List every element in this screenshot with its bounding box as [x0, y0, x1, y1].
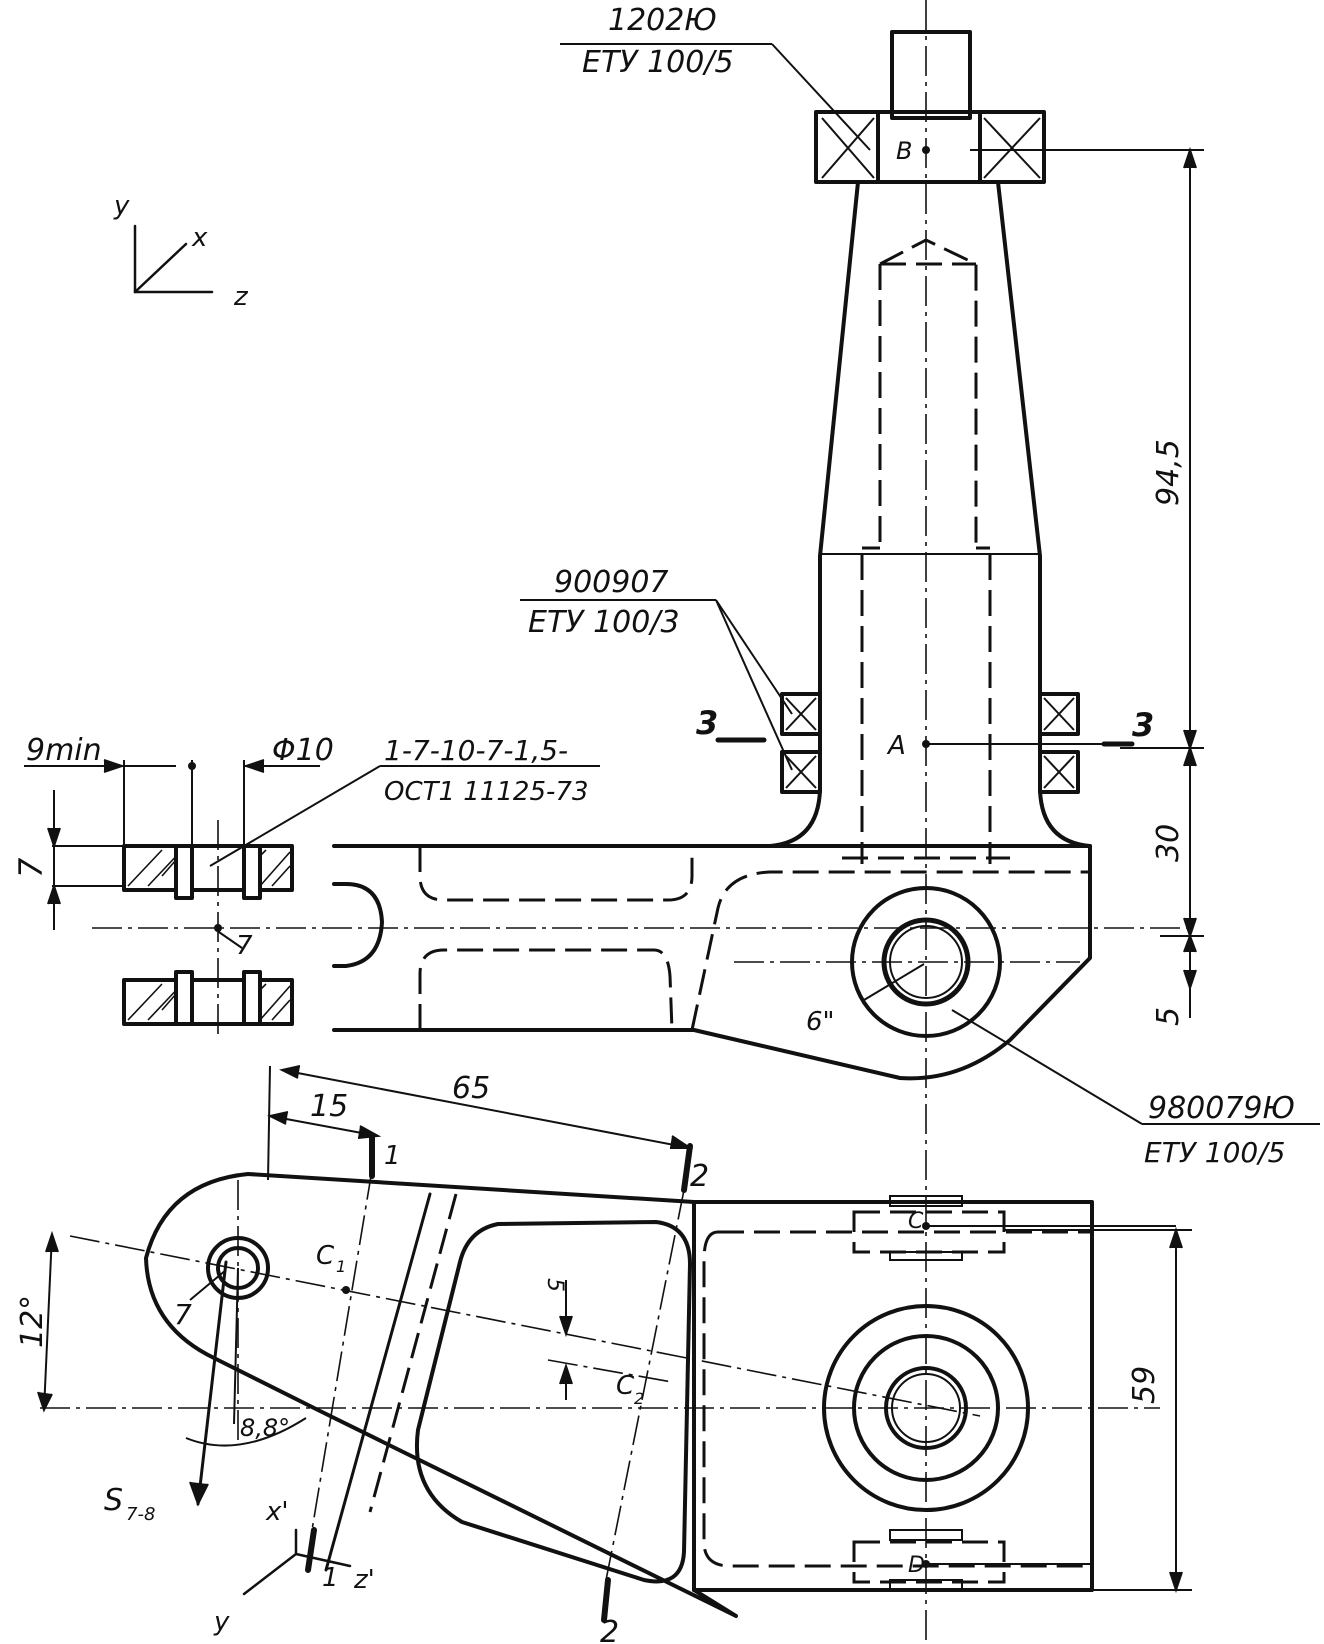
label-rivet-spec: ОСТ1 11125-73: [384, 777, 588, 807]
label-bearing-right-spec: ЕТУ 100/5: [1144, 1136, 1285, 1169]
axis-label-z-prime: z': [353, 1565, 375, 1595]
point-label-c: C: [908, 1209, 924, 1234]
axis-label-x-prime: x': [265, 1497, 289, 1527]
label-7-pin-top: 7: [236, 931, 253, 961]
label-7-pin-bottom: 7: [174, 1298, 192, 1331]
point-label-d: D: [908, 1553, 925, 1578]
section-label-1-top: 1: [384, 1141, 401, 1171]
dim-5: 5: [1151, 1007, 1186, 1026]
dim-30: 30: [1151, 824, 1186, 862]
dim-65: 65: [452, 1071, 490, 1106]
force-label-s: S: [104, 1483, 123, 1518]
point-label-c2: C: [616, 1371, 635, 1401]
dim-phi10: Φ10: [272, 733, 334, 768]
axis-label-z: z: [233, 282, 249, 312]
dim-5-small: 5: [542, 1278, 567, 1292]
dim-15: 15: [310, 1089, 348, 1124]
coordinate-axes-top: y x z: [113, 191, 249, 312]
point-label-b: B: [896, 137, 912, 165]
dim-59: 59: [1127, 1366, 1162, 1404]
label-bearing-top-spec: ЕТУ 100/5: [582, 45, 734, 80]
axis-label-y-bottom: y: [213, 1607, 230, 1637]
section-label-3-left: 3: [696, 704, 718, 742]
axis-label-x: x: [191, 223, 208, 253]
dimension-lines: [24, 146, 1204, 1623]
point-label-a: A: [886, 731, 906, 761]
dim-7: 7: [12, 857, 50, 878]
dim-12-deg: 12°: [15, 1295, 50, 1348]
point-label-c1-sub: 1: [336, 1257, 346, 1276]
point-label-c1: C: [316, 1241, 335, 1271]
point-label-c2-sub: 2: [634, 1389, 644, 1408]
drawing-labels: 1202Ю ЕТУ 100/5 B 900907 ЕТУ 100/3 1-7-1…: [12, 3, 1295, 1644]
clevis-lugs: [122, 820, 294, 1036]
lever-arm-plan-view: [40, 1172, 1160, 1618]
dim-8-8-deg: 8,8°: [240, 1414, 290, 1442]
section-label-2-bottom: 2: [600, 1615, 619, 1644]
axis-label-y: y: [113, 191, 130, 221]
leader-lines: [188, 43, 1320, 1568]
label-rivet-code: 1-7-10-7-1,5-: [384, 734, 568, 767]
label-bearing-right-code: 980079Ю: [1148, 1091, 1295, 1126]
force-label-sub: 7-8: [126, 1504, 155, 1525]
label-6-inch: 6": [806, 1007, 835, 1037]
section-label-2-top: 2: [690, 1159, 709, 1194]
lever-arm-side-view: [92, 844, 1190, 1081]
section-label-1-bottom: 1: [322, 1563, 339, 1593]
dim-9min: 9min: [26, 733, 102, 768]
section-label-3-right: 3: [1132, 706, 1154, 744]
label-bearing-mid-spec: ЕТУ 100/3: [528, 605, 680, 640]
coordinate-axes-bottom: x' y z': [213, 1497, 375, 1637]
label-bearing-mid-code: 900907: [554, 565, 669, 600]
dim-94-5: 94,5: [1151, 439, 1186, 506]
label-bearing-top-code: 1202Ю: [608, 3, 717, 38]
shaft-assembly: [768, 30, 1092, 864]
